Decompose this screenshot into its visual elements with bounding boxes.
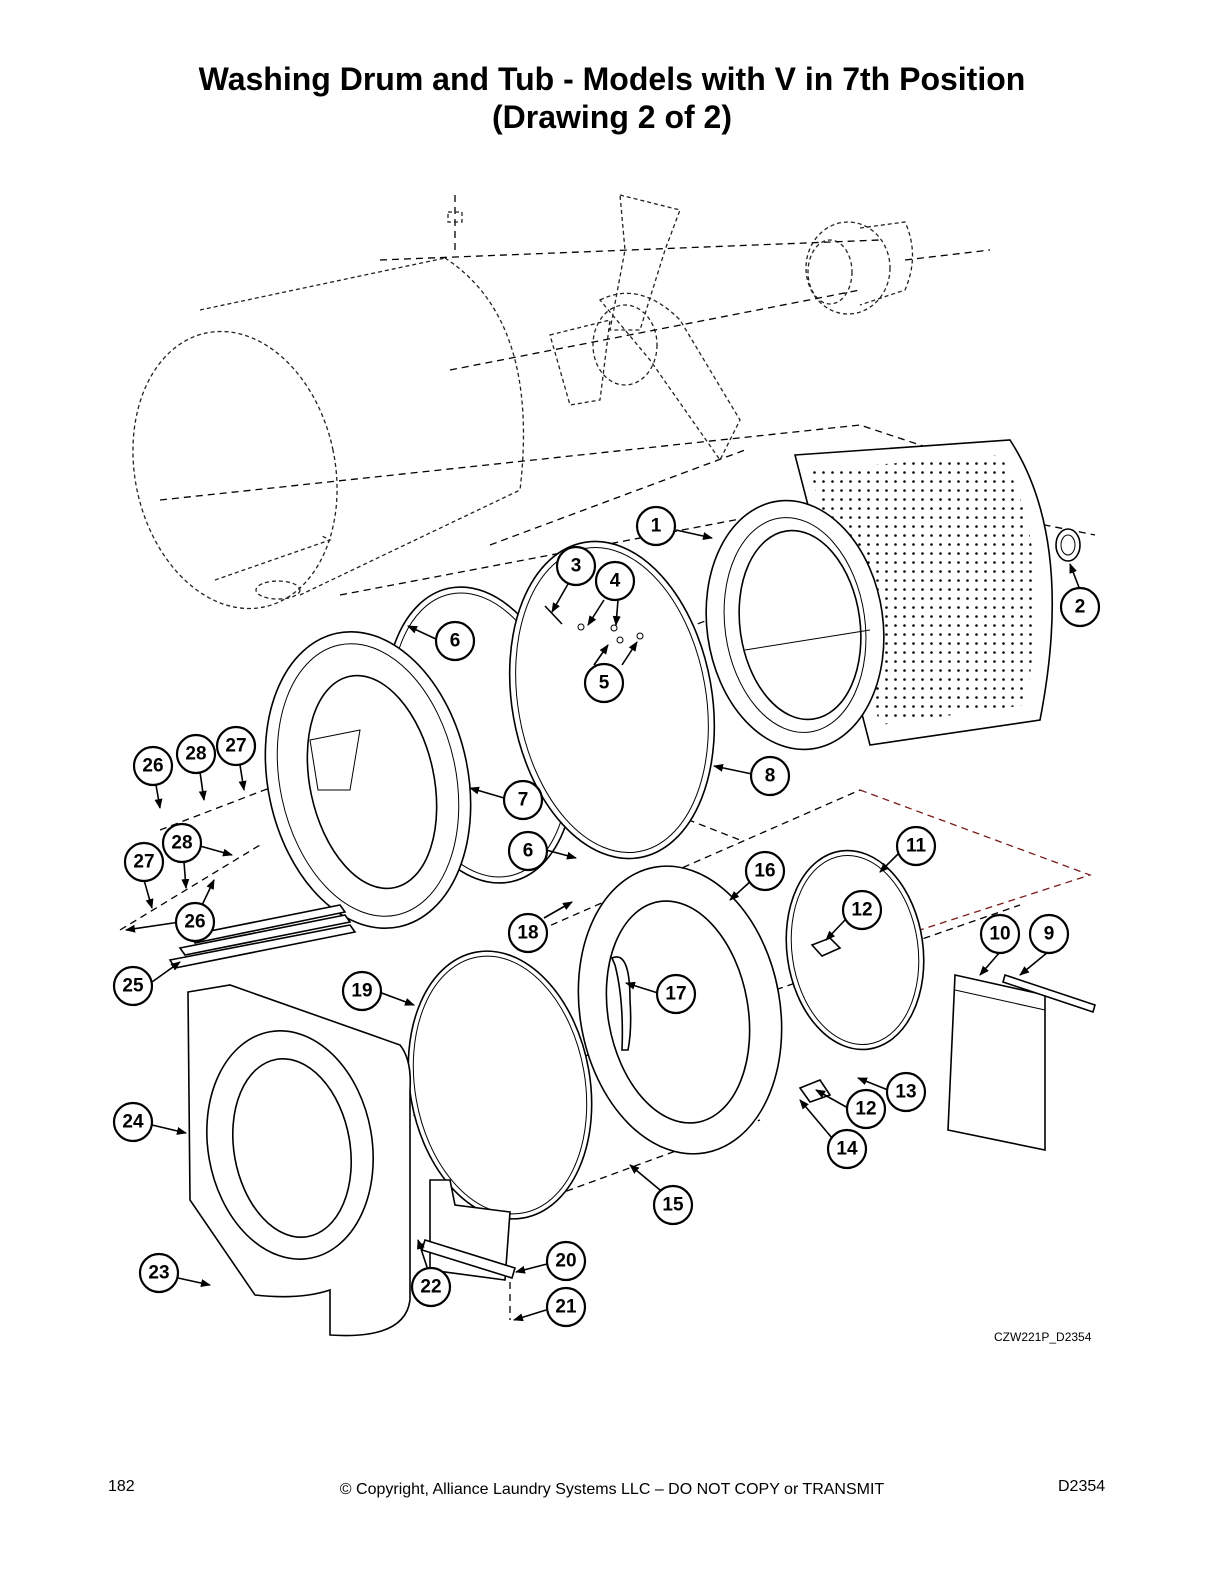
page-title: Washing Drum and Tub - Models with V in … xyxy=(0,60,1224,136)
drawing-code: CZW221P_D2354 xyxy=(994,1330,1092,1344)
callout-22: 22 xyxy=(410,1266,452,1308)
callout-15-label: 15 xyxy=(662,1195,684,1216)
callout-27-upper-label: 27 xyxy=(225,736,246,757)
outer-tub-phantom xyxy=(132,195,525,610)
callout-26-upper-label: 26 xyxy=(142,756,163,777)
callout-12-upper: 12 xyxy=(841,889,883,931)
callout-23: 23 xyxy=(138,1252,180,1294)
callout-24-label: 24 xyxy=(122,1112,144,1133)
part-gasket-11 xyxy=(785,849,925,1051)
callout-9-label: 9 xyxy=(1044,924,1055,945)
callout-2: 2 xyxy=(1059,586,1101,628)
document-id: D2354 xyxy=(1058,1478,1106,1495)
callout-10-label: 10 xyxy=(989,924,1010,945)
callout-6-lower-label: 6 xyxy=(523,841,534,862)
callout-28-lower: 28 xyxy=(161,822,203,864)
callout-25-label: 25 xyxy=(122,976,144,997)
part-front-ring xyxy=(264,631,472,929)
callout-16-label: 16 xyxy=(754,861,775,882)
callout-17-label: 17 xyxy=(665,984,686,1005)
part-panel-10 xyxy=(947,974,1046,1151)
title-line-2: (Drawing 2 of 2) xyxy=(491,99,732,135)
spider-bearing-phantom xyxy=(549,194,991,462)
callout-16: 16 xyxy=(744,850,786,892)
part-front-panel xyxy=(187,984,412,1337)
callout-26-lower: 26 xyxy=(174,901,216,943)
part-heaters xyxy=(168,904,357,969)
part-door-gasket-19 xyxy=(407,950,593,1220)
callout-11-label: 11 xyxy=(906,836,927,857)
callout-21-label: 21 xyxy=(555,1297,577,1318)
callout-28-lower-label: 28 xyxy=(171,833,192,854)
callout-12-lower-label: 12 xyxy=(855,1099,876,1120)
callout-21: 21 xyxy=(545,1286,587,1328)
callout-18: 18 xyxy=(507,912,549,954)
page-number: 182 xyxy=(108,1478,135,1495)
callout-26-lower-label: 26 xyxy=(184,912,205,933)
part-spring-3 xyxy=(544,605,644,644)
callout-5: 5 xyxy=(583,662,625,704)
callout-20: 20 xyxy=(545,1240,587,1282)
callout-15: 15 xyxy=(652,1184,694,1226)
callout-23-label: 23 xyxy=(148,1263,169,1284)
callout-27-lower: 27 xyxy=(123,841,165,883)
title-line-1: Washing Drum and Tub - Models with V in … xyxy=(198,61,1026,97)
callout-13: 13 xyxy=(885,1071,927,1113)
leader-lines xyxy=(125,529,1081,1322)
callout-27-upper: 27 xyxy=(215,725,257,767)
callout-3: 3 xyxy=(555,545,597,587)
callout-19-label: 19 xyxy=(351,981,372,1002)
callout-4-label: 4 xyxy=(610,571,621,592)
callout-6-upper: 6 xyxy=(434,620,476,662)
callout-18-label: 18 xyxy=(517,923,538,944)
callout-2-label: 2 xyxy=(1075,597,1086,618)
callout-8-label: 8 xyxy=(765,766,776,787)
callout-17: 17 xyxy=(655,973,697,1015)
part-strip-9 xyxy=(1002,973,1096,1014)
callout-9: 9 xyxy=(1028,913,1070,955)
callout-11: 11 xyxy=(895,825,937,867)
callout-12-lower: 12 xyxy=(845,1088,887,1130)
part-inner-drum xyxy=(705,439,1054,751)
callout-6-lower: 6 xyxy=(507,830,549,872)
callout-4: 4 xyxy=(594,560,636,602)
callout-12-upper-label: 12 xyxy=(851,900,872,921)
part-clip-12-14 xyxy=(798,1079,832,1103)
callout-7: 7 xyxy=(502,779,544,821)
callout-27-lower-label: 27 xyxy=(133,852,154,873)
callout-5-label: 5 xyxy=(599,673,610,694)
callout-28-upper-label: 28 xyxy=(185,744,206,765)
callout-22-label: 22 xyxy=(420,1277,441,1298)
callout-10: 10 xyxy=(979,913,1021,955)
callout-24: 24 xyxy=(112,1101,154,1143)
callout-28-upper: 28 xyxy=(175,733,217,775)
callout-7-label: 7 xyxy=(518,790,529,811)
callout-3-label: 3 xyxy=(571,556,582,577)
copyright-notice: © Copyright, Alliance Laundry Systems LL… xyxy=(339,1481,885,1498)
callout-1-label: 1 xyxy=(651,516,662,537)
callout-6-upper-label: 6 xyxy=(450,631,461,652)
callout-1: 1 xyxy=(635,505,677,547)
callout-14: 14 xyxy=(826,1128,868,1170)
callout-20-label: 20 xyxy=(555,1251,576,1272)
part-bushing xyxy=(1055,528,1081,562)
callout-19: 19 xyxy=(341,970,383,1012)
callout-25: 25 xyxy=(112,965,154,1007)
callout-13-label: 13 xyxy=(895,1082,916,1103)
callout-26-upper: 26 xyxy=(132,745,174,787)
callout-14-label: 14 xyxy=(836,1139,858,1160)
callout-8: 8 xyxy=(749,755,791,797)
